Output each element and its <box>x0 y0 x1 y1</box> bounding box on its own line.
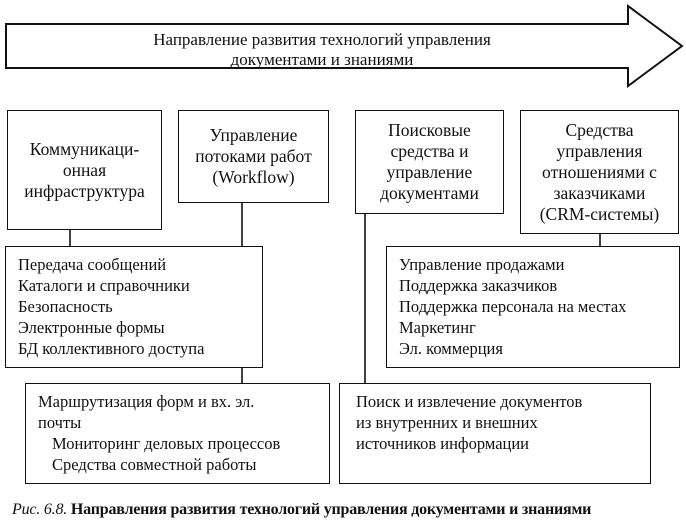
list-crm: Управление продажами Поддержка заказчико… <box>386 246 680 368</box>
list-search: Поиск и извлечение документов из внутрен… <box>339 383 651 484</box>
list-item: Безопасность <box>18 297 113 316</box>
figure-number: Рис. 6.8. <box>12 501 68 518</box>
list-item: Поддержка заказчиков <box>399 276 558 295</box>
list-item: почты <box>38 413 82 432</box>
list-item: Управление продажами <box>399 255 565 274</box>
list-item: Маркетинг <box>399 318 476 337</box>
list-item: Поддержка персонала на местах <box>399 297 627 316</box>
category-workflow-title: Управление потоками работ (Workflow) <box>195 125 312 187</box>
list-item: Эл. коммерция <box>399 339 503 358</box>
list-item: Маршрутизация форм и вх. эл. <box>38 392 255 411</box>
list-item: Средства совместной работы <box>52 455 257 474</box>
category-search-title: Поисковые средства и управление документ… <box>380 120 479 203</box>
list-communication: Передача сообщений Каталоги и справочник… <box>5 246 263 368</box>
list-item: Мониторинг деловых процессов <box>52 434 281 453</box>
list-item: Поиск и извлечение документов <box>356 392 583 411</box>
list-item: Каталоги и справочники <box>18 276 190 295</box>
category-workflow: Управление потоками работ (Workflow) <box>178 110 329 203</box>
list-item: БД коллективного доступа <box>18 339 205 358</box>
direction-arrow <box>5 4 684 88</box>
figure-caption: Рис. 6.8. Направления развития технологи… <box>12 501 682 519</box>
list-item: Электронные формы <box>18 318 165 337</box>
category-crm-title: Средства управления отношениями с заказч… <box>539 119 660 224</box>
category-search: Поисковые средства и управление документ… <box>355 110 504 214</box>
category-communication-title: Коммуникаци- онная инфраструктура <box>24 138 145 201</box>
list-item: Передача сообщений <box>18 255 167 274</box>
category-communication: Коммуникаци- онная инфраструктура <box>7 110 162 230</box>
arrow-label: Направление развития технологий управлен… <box>153 30 491 69</box>
list-item: источников информации <box>356 434 530 453</box>
category-crm: Средства управления отношениями с заказч… <box>520 110 679 234</box>
figure-caption-text: Направления развития технологий управлен… <box>70 501 592 518</box>
list-workflow: Маршрутизация форм и вх. эл. почты Монит… <box>25 383 330 484</box>
list-item: из внутренних и внешних <box>356 413 538 432</box>
